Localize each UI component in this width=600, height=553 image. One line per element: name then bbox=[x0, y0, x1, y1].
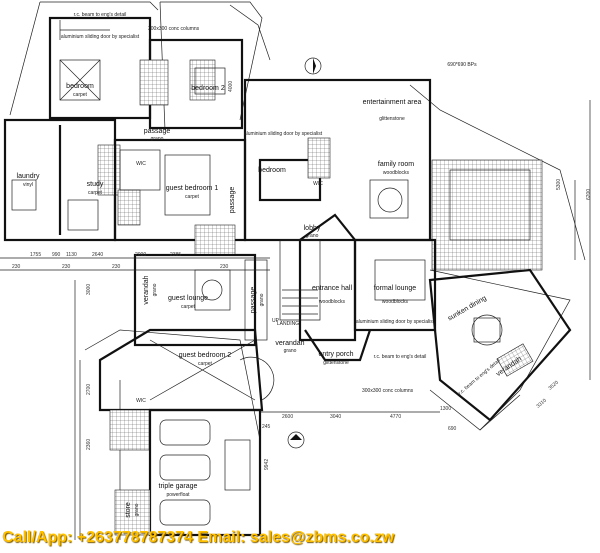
dimension-values: 1755 990 1130 2640 230 230 230 230 2000 … bbox=[12, 81, 592, 470]
wing-top-left bbox=[48, 16, 244, 130]
dim-1755: 1755 bbox=[30, 252, 41, 258]
room-guest-lounge: guest lounge bbox=[168, 295, 208, 302]
room-bedroom-2-top: bedroom 2 bbox=[191, 85, 225, 92]
dim-4770: 4770 bbox=[390, 414, 401, 420]
room-entrance-hall-finish: woodblocks bbox=[319, 299, 346, 305]
dimension-lines bbox=[0, 100, 591, 540]
room-guest-bedroom-1: guest bedroom 1 bbox=[166, 185, 219, 192]
note-beam-top: r.c. beam to eng's detail bbox=[74, 12, 127, 18]
room-triple-garage: triple garage bbox=[159, 483, 198, 490]
room-passage-low: passage bbox=[250, 287, 257, 314]
room-formal-lounge-finish: woodblocks bbox=[382, 299, 409, 305]
north-arrow-bottom bbox=[287, 431, 305, 449]
contact-text: Call/App: +263778787374 Email: sales@zbm… bbox=[2, 529, 395, 546]
room-verandah-low: verandah bbox=[275, 340, 304, 347]
room-entry-porch: entry porch bbox=[318, 351, 353, 358]
room-wic-low: WIC bbox=[136, 398, 146, 404]
room-labels: bedroom carpet bedroom 2 laundry vinyl s… bbox=[17, 83, 524, 518]
dim-2385: 2385 bbox=[170, 252, 181, 258]
dim-9942: 9942 bbox=[264, 459, 270, 470]
dim-230d: 230 bbox=[220, 264, 229, 270]
dim-1130: 1130 bbox=[66, 252, 77, 258]
note-columns-low: 300x300 conc columns bbox=[362, 388, 414, 394]
dim-5300: 5300 bbox=[556, 179, 562, 190]
room-guest-bedroom-2-finish: carpet bbox=[198, 361, 213, 367]
room-bedroom-mid: bedroom bbox=[258, 167, 286, 174]
room-sunken-dining: sunken dining bbox=[447, 295, 488, 323]
dim-230c: 230 bbox=[112, 264, 121, 270]
triple-garage bbox=[114, 408, 262, 537]
note-beam-low: r.c. beam to eng's detail bbox=[374, 354, 427, 360]
dim-3310: 3310 bbox=[535, 398, 548, 410]
room-wic-top: WIC bbox=[136, 161, 146, 167]
room-formal-lounge: formal lounge bbox=[374, 285, 417, 292]
room-verandah-left-finish: grano bbox=[152, 283, 158, 296]
room-wic-mid: WIC bbox=[313, 181, 323, 187]
dim-4000: 4000 bbox=[228, 81, 234, 92]
note-up: UP bbox=[272, 318, 280, 324]
dim-3520: 3520 bbox=[547, 380, 560, 392]
dim-2700: 2700 bbox=[86, 384, 92, 395]
room-entertainment-finish: glittenstone bbox=[379, 116, 405, 122]
note-beam-right: r.c. beam to eng's detail bbox=[457, 358, 501, 396]
room-entrance-hall: entrance hall bbox=[312, 285, 353, 292]
room-guest-bedroom-2: guest bedroom 2 bbox=[179, 352, 232, 359]
note-bps: 690*690 BPs bbox=[447, 62, 477, 68]
room-store: store bbox=[125, 502, 132, 518]
note-sliding-top: aluminium sliding door by specialist bbox=[61, 34, 140, 40]
roof-outline bbox=[9, 1, 586, 540]
north-arrow-top bbox=[304, 57, 322, 75]
room-bedroom-top: bedroom bbox=[66, 83, 94, 90]
room-laundry: laundry bbox=[17, 173, 40, 180]
room-family: family room bbox=[378, 161, 414, 168]
room-passage-top-finish: grano bbox=[151, 136, 164, 142]
room-landing: LANDING bbox=[277, 321, 299, 327]
room-entertainment: entertainment area bbox=[363, 99, 422, 106]
dim-1300: 1300 bbox=[440, 406, 451, 412]
dim-2640: 2640 bbox=[92, 252, 103, 258]
dim-2600: 2600 bbox=[282, 414, 293, 420]
room-guest-bedroom-1-finish: carpet bbox=[185, 194, 200, 200]
dim-3000: 3000 bbox=[86, 284, 92, 295]
room-passage-top: passage bbox=[144, 128, 171, 135]
dim-2000: 2000 bbox=[135, 252, 146, 258]
dim-245: 245 bbox=[262, 424, 271, 430]
room-store-finish: grano bbox=[134, 503, 140, 516]
room-study: study bbox=[87, 181, 104, 188]
note-sliding-low: aluminium sliding door by specialist bbox=[356, 319, 435, 325]
room-verandah-low-finish: grano bbox=[284, 348, 297, 354]
dim-990: 990 bbox=[52, 252, 61, 258]
room-entry-porch-finish: glittenstone bbox=[323, 360, 349, 366]
central-core bbox=[243, 78, 543, 271]
dim-230a: 230 bbox=[12, 264, 21, 270]
room-guest-lounge-finish: carpet bbox=[181, 304, 196, 310]
room-family-finish: woodblocks bbox=[383, 170, 410, 176]
wing-dining bbox=[428, 268, 572, 431]
note-columns-top: 300x300 conc columns bbox=[148, 26, 200, 32]
note-sliding-mid: aluminium sliding door by specialist bbox=[244, 131, 323, 137]
room-passage-side: passage bbox=[229, 187, 236, 214]
room-lobby: lobby bbox=[304, 225, 321, 232]
dim-690: 690 bbox=[448, 426, 457, 432]
dim-230b: 230 bbox=[62, 264, 71, 270]
room-verandah-left: verandah bbox=[143, 275, 150, 304]
dim-6200: 6200 bbox=[586, 189, 592, 200]
dim-3040: 3040 bbox=[330, 414, 341, 420]
room-triple-garage-finish: powerfloat bbox=[166, 492, 190, 498]
room-study-finish: carpet bbox=[88, 190, 103, 196]
room-bedroom-top-finish: carpet bbox=[73, 92, 88, 98]
room-lobby-finish: grano bbox=[306, 233, 319, 239]
contact-footer: Call/App: +263778787374 Email: sales@zbm… bbox=[0, 527, 600, 551]
dim-2360: 2360 bbox=[86, 439, 92, 450]
room-passage-low-finish: grano bbox=[259, 293, 265, 306]
central-entry bbox=[279, 213, 437, 362]
wing-guest-bedroom-2 bbox=[98, 328, 275, 451]
room-laundry-finish: vinyl bbox=[23, 182, 33, 188]
